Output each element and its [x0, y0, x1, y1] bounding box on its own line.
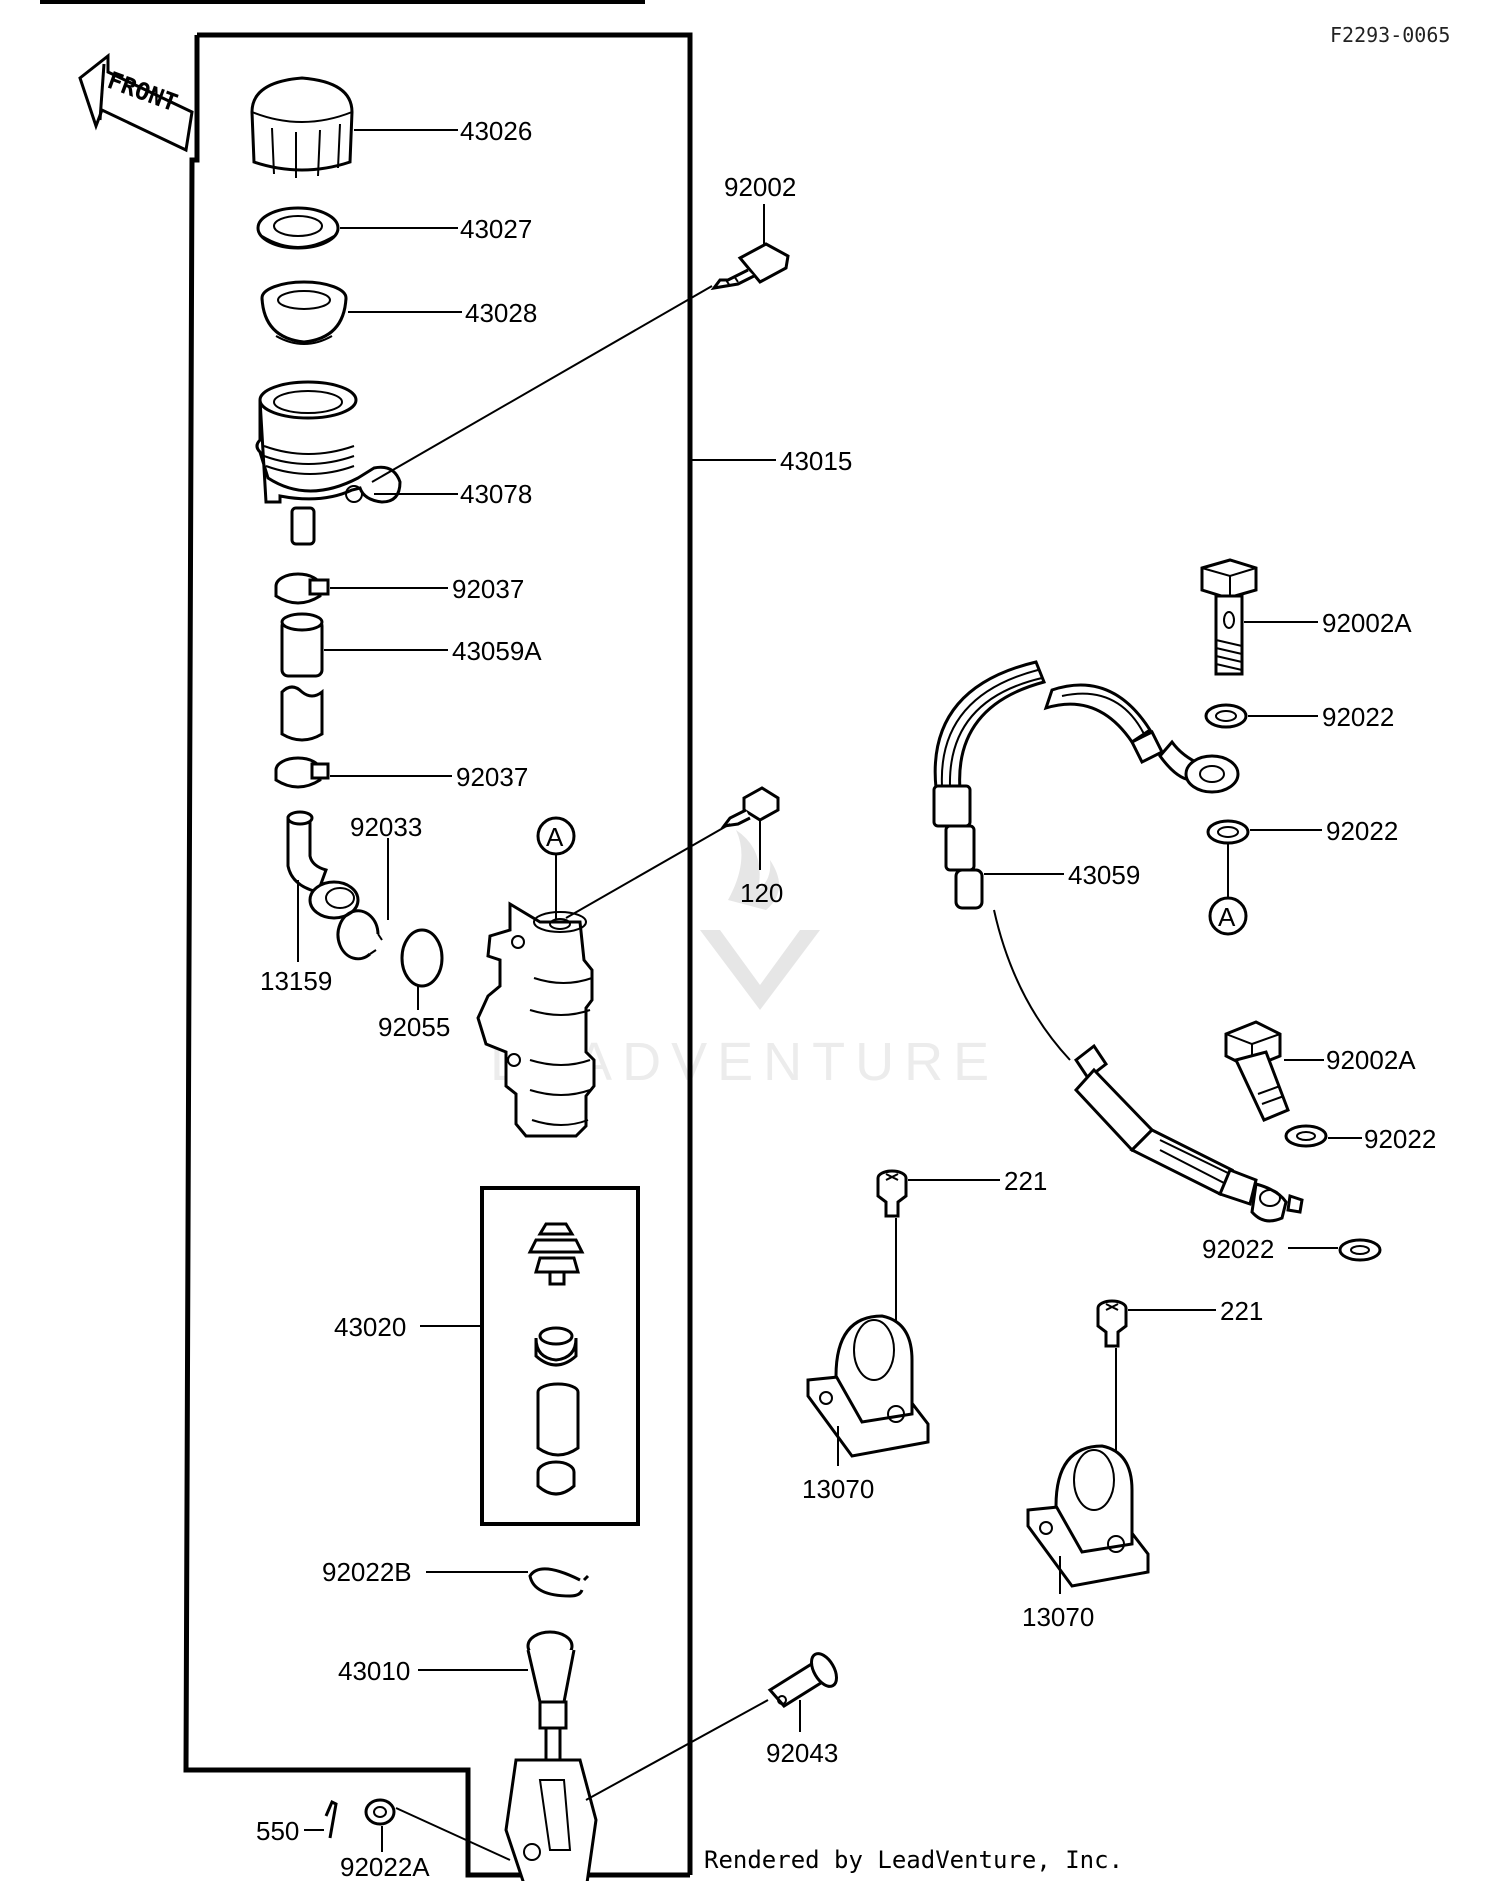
- part-92033-circlip: [336, 909, 383, 961]
- label-43059: 43059: [1068, 860, 1140, 890]
- part-92037-clamp-lower: [274, 756, 330, 789]
- part-43020-piston: [536, 1382, 580, 1457]
- part-92043-pin: [767, 1652, 838, 1708]
- part-92022-washer-1: [1204, 703, 1248, 729]
- part-92022-washer-4-hole: [1350, 1245, 1370, 1255]
- label-43015: 43015: [780, 446, 852, 476]
- ref-a-right-label: A: [1218, 902, 1236, 932]
- part-13070-bracket-1: [806, 1314, 930, 1458]
- part-43078-reservoir: [255, 380, 402, 546]
- label-221-2: 221: [1220, 1296, 1263, 1326]
- front-arrow: FRONT: [78, 52, 194, 153]
- label-92037-upper: 92037: [452, 574, 524, 604]
- part-92022-washer-1-hole: [1215, 710, 1237, 722]
- label-92022-3: 92022: [1364, 1124, 1436, 1154]
- part-43059a-hose: [280, 612, 324, 742]
- assembly-outline-43015: [183, 32, 693, 1878]
- footer-credit: Rendered by LeadVenture, Inc.: [704, 1846, 1123, 1874]
- part-43020-cup: [534, 1326, 578, 1367]
- part-92022a-washer-hole: [373, 1806, 387, 1818]
- part-92002-screw: [710, 242, 790, 291]
- label-92022a: 92022A: [340, 1852, 430, 1881]
- label-92022-4: 92022: [1202, 1234, 1274, 1264]
- link-92002-to-43078: [371, 285, 713, 483]
- part-92022a-washer: [364, 1798, 396, 1826]
- part-43010-pushrod: [504, 1630, 598, 1881]
- part-92055-oring: [400, 928, 444, 988]
- part-550-cotter-pin: [324, 1799, 338, 1839]
- label-43026: 43026: [460, 116, 532, 146]
- label-43010: 43010: [338, 1656, 410, 1686]
- label-550: 550: [256, 1816, 299, 1846]
- label-92043: 92043: [766, 1738, 838, 1768]
- link-92043-to-rod: [585, 1699, 769, 1801]
- part-43028-diaphragm: [260, 280, 348, 345]
- label-120: 120: [740, 878, 783, 908]
- label-92022-1: 92022: [1322, 702, 1394, 732]
- part-13159-elbow: [286, 810, 360, 920]
- part-13070-bracket-2: [1026, 1444, 1150, 1588]
- label-13159: 13159: [260, 966, 332, 996]
- label-13070-2: 13070: [1022, 1602, 1094, 1632]
- part-92002a-banjo-bolt-lower: [1224, 1020, 1290, 1122]
- link-120-to-cylinder: [565, 823, 731, 919]
- diagram-code: F2293-0065: [1330, 23, 1450, 47]
- part-43020-spring: [527, 1222, 585, 1286]
- part-92022b-circlip: [528, 1567, 590, 1598]
- ref-a-callout-right: [1208, 896, 1248, 936]
- part-221-screw-1: [876, 1169, 908, 1218]
- label-92022-2: 92022: [1326, 816, 1398, 846]
- label-43020: 43020: [334, 1312, 406, 1342]
- part-92002a-banjo-bolt-upper: [1200, 558, 1258, 676]
- part-43027-plate: [256, 206, 340, 250]
- part-221-screw-2: [1096, 1299, 1128, 1348]
- part-92022-washer-2-hole: [1217, 826, 1239, 838]
- part-43026-cap: [250, 76, 354, 178]
- part-master-cylinder-body: [476, 901, 596, 1138]
- part-92022-washer-4: [1338, 1238, 1382, 1262]
- part-120-screw: [720, 786, 780, 828]
- piston-kit-box-43020: [480, 1186, 640, 1526]
- label-92002a-lower: 92002A: [1326, 1045, 1416, 1075]
- label-92022b: 92022B: [322, 1557, 412, 1587]
- ref-a-cylinder-label: A: [546, 822, 564, 852]
- part-92022-washer-3-hole: [1296, 1131, 1316, 1141]
- label-92033: 92033: [350, 812, 422, 842]
- label-92037-lower: 92037: [456, 762, 528, 792]
- label-43059a: 43059A: [452, 636, 542, 666]
- label-221-1: 221: [1004, 1166, 1047, 1196]
- label-92002a-upper: 92002A: [1322, 608, 1412, 638]
- label-92055: 92055: [378, 1012, 450, 1042]
- label-43028: 43028: [465, 298, 537, 328]
- label-43027: 43027: [460, 214, 532, 244]
- part-92022-washer-3: [1284, 1124, 1328, 1148]
- part-43059-brake-hose: [932, 660, 1304, 1223]
- part-43020-seal: [536, 1460, 576, 1496]
- part-92037-clamp-upper: [274, 572, 330, 605]
- label-43078: 43078: [460, 479, 532, 509]
- part-92022-washer-2: [1206, 819, 1250, 845]
- label-92002: 92002: [724, 172, 796, 202]
- link-92022a-to-rod: [395, 1807, 511, 1861]
- label-13070-1: 13070: [802, 1474, 874, 1504]
